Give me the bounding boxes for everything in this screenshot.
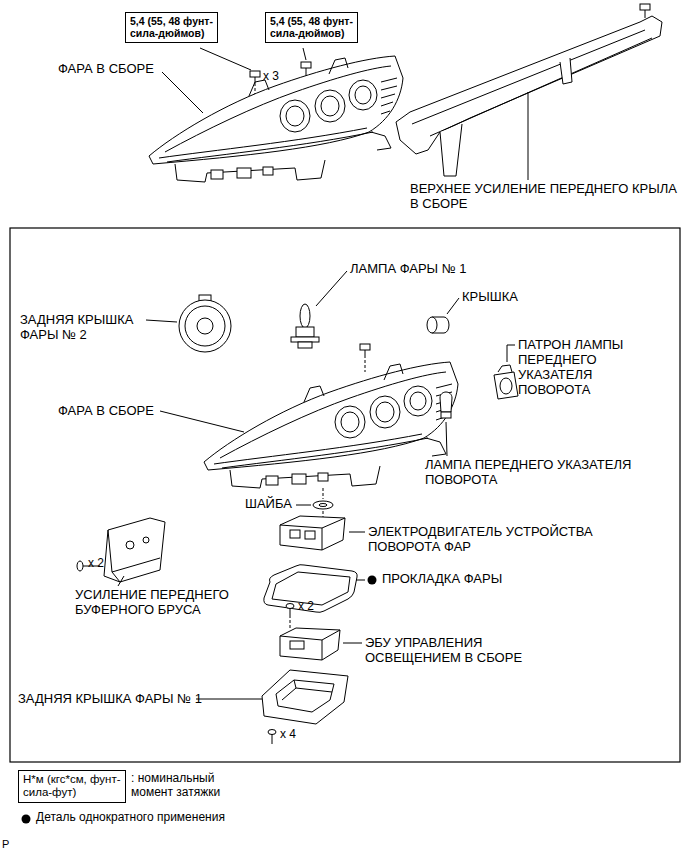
quantity-label: x 2 — [298, 600, 314, 614]
motor-drawing — [280, 516, 345, 550]
part-label: ШАЙБА — [245, 497, 292, 512]
leader-line — [447, 298, 459, 314]
leader-line — [343, 643, 362, 644]
dashed-line — [365, 360, 366, 372]
quantity-label: x 4 — [280, 728, 296, 742]
leader-line — [200, 48, 251, 70]
part-label: ЗАДНЯЯ КРЫШКА ФАРЫ № 1 — [18, 692, 202, 707]
bolt-symbol — [360, 344, 370, 358]
legend-torque-box: Н*м (кгс*см, фунт-сила-фут) — [18, 770, 126, 803]
part-label: ФАРА В СБОРЕ — [58, 62, 154, 77]
part-label: ЛАМПА ПЕРЕДНЕГО УКАЗАТЕЛЯ ПОВОРОТА — [425, 458, 680, 488]
part-label: ВЕРХНЕЕ УСИЛЕНИЕ ПЕРЕДНЕГО КРЫЛА В СБОРЕ — [410, 182, 680, 212]
part-label: ЛАМПА ФАРЫ № 1 — [350, 262, 467, 277]
leader-line — [296, 505, 311, 506]
leader-line — [162, 72, 203, 113]
quantity-label: x 3 — [263, 70, 279, 84]
headlight-drawing — [204, 362, 458, 488]
part-label: ПРОКЛАДКА ФАРЫ — [382, 572, 502, 587]
screw-symbol — [286, 604, 294, 619]
torque-value: 5,4 (55, 48 фунт-сила-дюймов) — [130, 15, 213, 39]
part-label: ФАРА В СБОРЕ — [58, 404, 154, 419]
group-frame — [10, 228, 680, 762]
part-label: ПАТРОН ЛАМПЫ ПЕРЕДНЕГО УКАЗАТЕЛЯ ПОВОРОТ… — [518, 338, 643, 398]
torque-value: Н*м (кгс*см, фунт-сила-фут) — [23, 773, 121, 799]
leader-line — [528, 92, 529, 180]
part-label: УСИЛЕНИЕ ПЕРЕДНЕГО БУФЕРНОГО БРУСА — [75, 588, 243, 618]
leader-line — [316, 271, 347, 306]
leader-line — [146, 320, 177, 322]
headlight-drawing — [149, 56, 403, 182]
legend-note: : номинальный момент затяжки — [131, 772, 236, 800]
part-label: ЭЛЕКТРОДВИГАТЕЛЬ УСТРОЙСТВА ПОВОРОТА ФАР — [368, 525, 613, 555]
leader-line — [507, 345, 515, 362]
bracket-drawing — [77, 518, 165, 582]
quantity-label: x 2 — [88, 557, 104, 571]
bulb-drawing — [440, 392, 452, 418]
cover-drawing — [427, 317, 449, 333]
socket-drawing — [494, 365, 518, 399]
leader-line — [196, 699, 262, 700]
legend-text: Деталь однократного применения — [36, 811, 225, 825]
part-label: ЗАДНЯЯ КРЫШКА ФАРЫ № 2 — [20, 313, 148, 343]
one-time-use-mark — [368, 576, 377, 585]
washer-drawing — [313, 501, 333, 509]
leader-line — [303, 48, 306, 60]
part-label: ЭБУ УПРАВЛЕНИЯ ОСВЕЩЕНИЕМ В СБОРЕ — [365, 636, 545, 666]
bulb-drawing — [291, 304, 319, 348]
torque-box: 5,4 (55, 48 фунт-сила-дюймов) — [125, 12, 218, 43]
fender-reinforcement-drawing — [396, 4, 662, 176]
dashed-line — [290, 620, 291, 630]
rear-cover-drawing — [262, 670, 348, 744]
leader-line — [118, 576, 124, 586]
ecu-drawing — [280, 628, 340, 660]
leader-line — [446, 422, 447, 456]
part-label: КРЫШКА — [462, 290, 518, 305]
one-time-use-mark — [22, 815, 31, 824]
leader-line — [349, 532, 365, 533]
cap-drawing — [179, 295, 231, 352]
page-code: P — [2, 838, 9, 851]
leader-line — [160, 411, 244, 432]
leader-line — [356, 580, 365, 581]
torque-box: 5,4 (55, 48 фунт-сила-дюймов) — [265, 12, 358, 43]
torque-value: 5,4 (55, 48 фунт-сила-дюймов) — [270, 15, 353, 39]
